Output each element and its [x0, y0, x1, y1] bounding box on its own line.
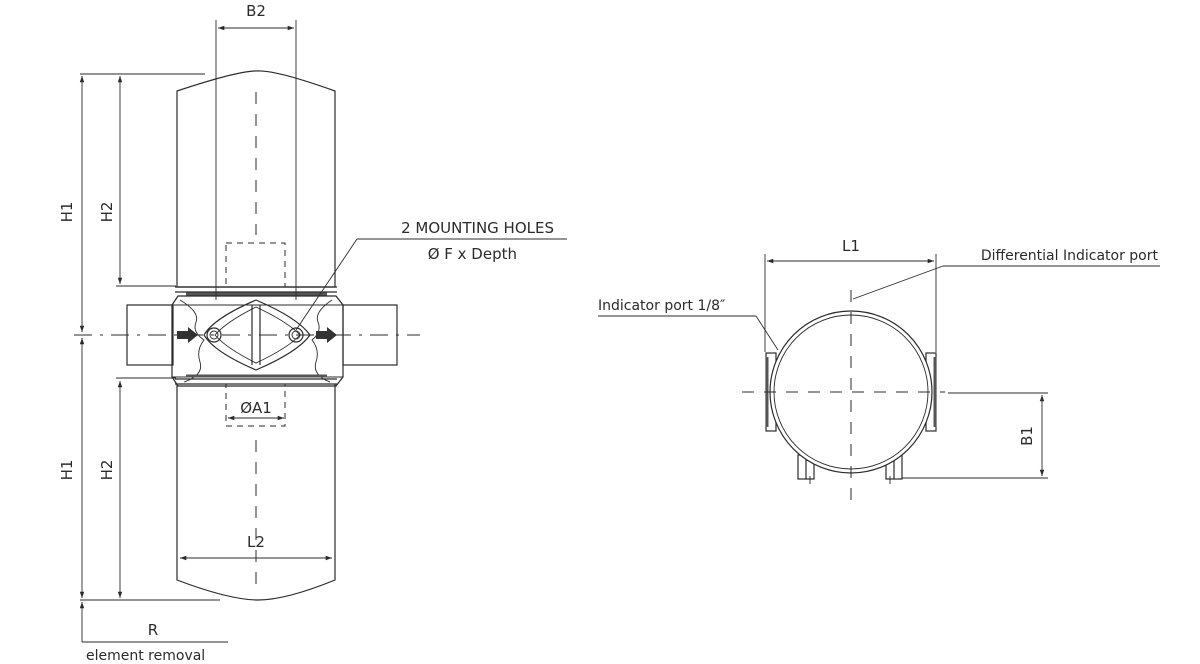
lower-bowl: [175, 374, 337, 601]
differential-indicator-port-label: Differential Indicator port: [981, 248, 1159, 264]
mounting-holes-label: 2 MOUNTING HOLES: [401, 219, 554, 237]
dimension-h-top: H1 H2: [58, 73, 205, 333]
top-view: L1 B1 Differential Indicator port Indica…: [598, 237, 1160, 502]
side-view: B2 H1 H2 H1 H2 ØA1 L2: [58, 2, 567, 664]
callout-indicator-port: Indicator port 1/8″: [598, 298, 779, 351]
dimension-l2: L2: [180, 533, 333, 561]
l1-label: L1: [842, 237, 860, 255]
h1-top-label: H1: [58, 202, 76, 223]
dimension-b1: B1: [902, 392, 1048, 479]
h1-bottom-label: H1: [58, 460, 76, 481]
mounting-holes-spec: Ø F x Depth: [428, 245, 517, 263]
h2-top-label: H2: [98, 202, 116, 223]
l2-label: L2: [247, 533, 265, 551]
b1-label: B1: [1018, 426, 1036, 446]
a1-label: ØA1: [240, 399, 272, 417]
indicator-port-label: Indicator port 1/8″: [598, 298, 725, 314]
dimension-r: R element removal: [79, 602, 228, 664]
outlet-flow-arrow-icon: [316, 327, 337, 343]
b2-label: B2: [246, 2, 266, 20]
filter-head: [74, 295, 420, 387]
h2-bottom-label: H2: [98, 460, 116, 481]
callout-mounting-holes: 2 MOUNTING HOLES Ø F x Depth: [295, 219, 567, 331]
dimension-b2: B2: [215, 2, 297, 300]
r-label: R: [148, 621, 158, 639]
element-removal-label: element removal: [86, 648, 205, 664]
dimension-l1: L1: [764, 237, 937, 352]
dimension-a1: ØA1: [228, 399, 285, 421]
callout-differential-indicator-port: Differential Indicator port: [852, 248, 1160, 300]
upper-bowl: [175, 70, 337, 296]
dimension-h-bottom: H1 H2: [58, 337, 220, 601]
